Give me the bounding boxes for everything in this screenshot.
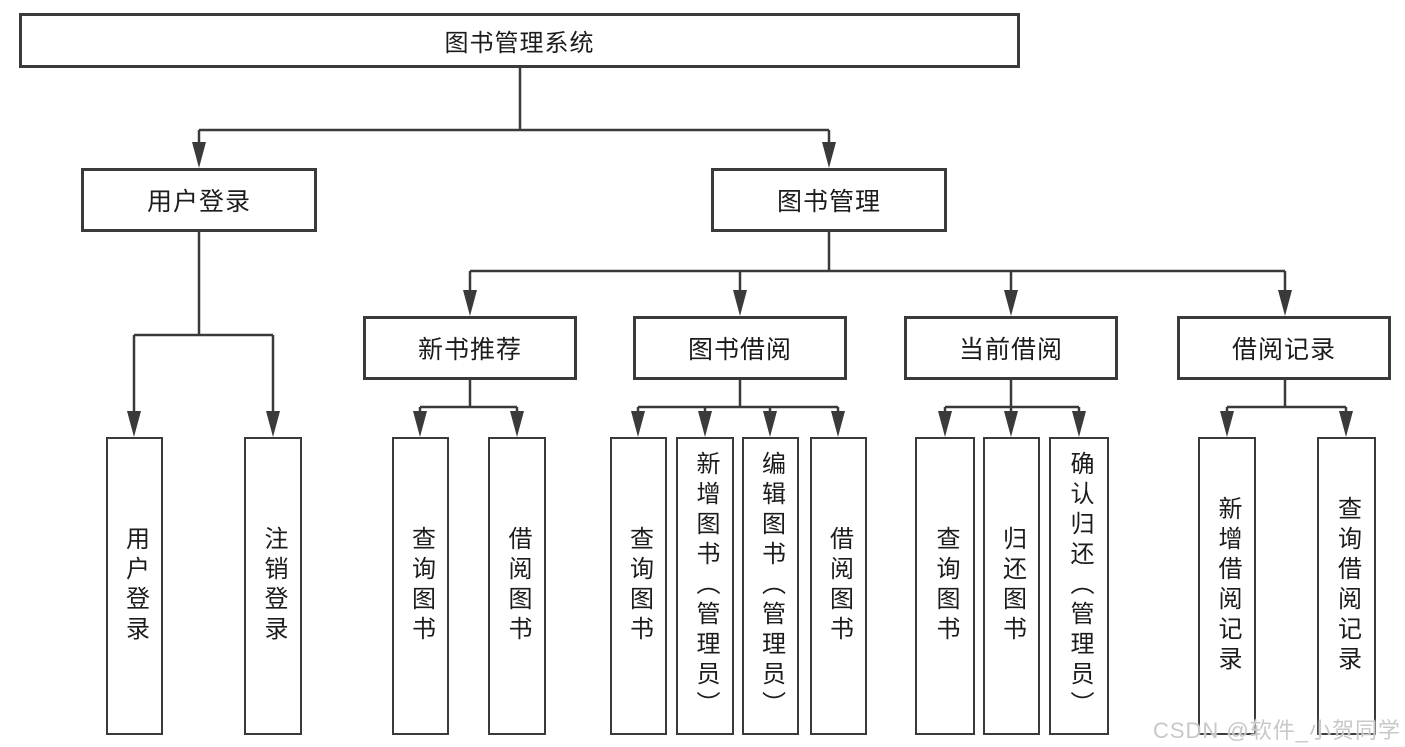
leaf-borrow-books-2: 借阅图书 bbox=[810, 437, 867, 735]
leaf-edit-book-admin: 编辑图书（管理员） bbox=[742, 437, 799, 735]
leaf-query-books-current: 查询图书 bbox=[915, 437, 975, 735]
leaf-borrow-books-recommend-label: 借阅图书 bbox=[504, 526, 531, 646]
leaf-add-book-admin-label: 新增图书（管理员） bbox=[692, 451, 719, 721]
node-borrow-records: 借阅记录 bbox=[1177, 316, 1391, 380]
leaf-return-book-label: 归还图书 bbox=[998, 526, 1026, 646]
node-user-login-label: 用户登录 bbox=[146, 188, 251, 216]
node-new-book-recommend: 新书推荐 bbox=[363, 316, 577, 380]
node-user-login: 用户登录 bbox=[81, 168, 317, 232]
leaf-user-login: 用户登录 bbox=[106, 437, 163, 735]
leaf-borrow-books-2-label: 借阅图书 bbox=[825, 526, 853, 646]
leaf-query-books-current-label: 查询图书 bbox=[932, 526, 959, 646]
node-book-borrow: 图书借阅 bbox=[633, 316, 847, 380]
node-book-management-label: 图书管理 bbox=[776, 188, 881, 216]
leaf-confirm-return-admin-label: 确认归还（管理员） bbox=[1066, 451, 1093, 721]
leaf-query-borrow-record: 查询借阅记录 bbox=[1317, 437, 1376, 735]
leaf-query-books-borrow: 查询图书 bbox=[610, 437, 667, 735]
leaf-query-books-recommend: 查询图书 bbox=[392, 437, 449, 735]
leaf-return-book: 归还图书 bbox=[983, 437, 1040, 735]
node-book-borrow-label: 图书借阅 bbox=[687, 336, 792, 364]
leaf-query-borrow-record-label: 查询借阅记录 bbox=[1333, 496, 1361, 676]
node-current-borrow: 当前借阅 bbox=[904, 316, 1118, 380]
node-current-borrow-label: 当前借阅 bbox=[958, 336, 1063, 364]
watermark: CSDN @软件_小贺同学 bbox=[1152, 718, 1401, 743]
leaf-confirm-return-admin: 确认归还（管理员） bbox=[1049, 437, 1109, 735]
leaf-add-borrow-record-label: 新增借阅记录 bbox=[1214, 496, 1241, 676]
leaf-borrow-books-recommend: 借阅图书 bbox=[488, 437, 546, 735]
node-new-book-recommend-label: 新书推荐 bbox=[417, 336, 522, 364]
leaf-query-books-recommend-label: 查询图书 bbox=[407, 526, 435, 646]
leaf-user-login-label: 用户登录 bbox=[121, 526, 149, 646]
leaf-logout: 注销登录 bbox=[244, 437, 302, 735]
node-root: 图书管理系统 bbox=[19, 13, 1020, 68]
node-root-label: 图书管理系统 bbox=[444, 30, 595, 57]
leaf-add-borrow-record: 新增借阅记录 bbox=[1198, 437, 1256, 735]
leaf-query-books-borrow-label: 查询图书 bbox=[625, 526, 653, 646]
leaf-add-book-admin: 新增图书（管理员） bbox=[676, 437, 734, 735]
node-borrow-records-label: 借阅记录 bbox=[1231, 336, 1336, 364]
node-book-management: 图书管理 bbox=[711, 168, 947, 232]
leaf-logout-label: 注销登录 bbox=[260, 526, 287, 646]
leaf-edit-book-admin-label: 编辑图书（管理员） bbox=[757, 451, 785, 721]
